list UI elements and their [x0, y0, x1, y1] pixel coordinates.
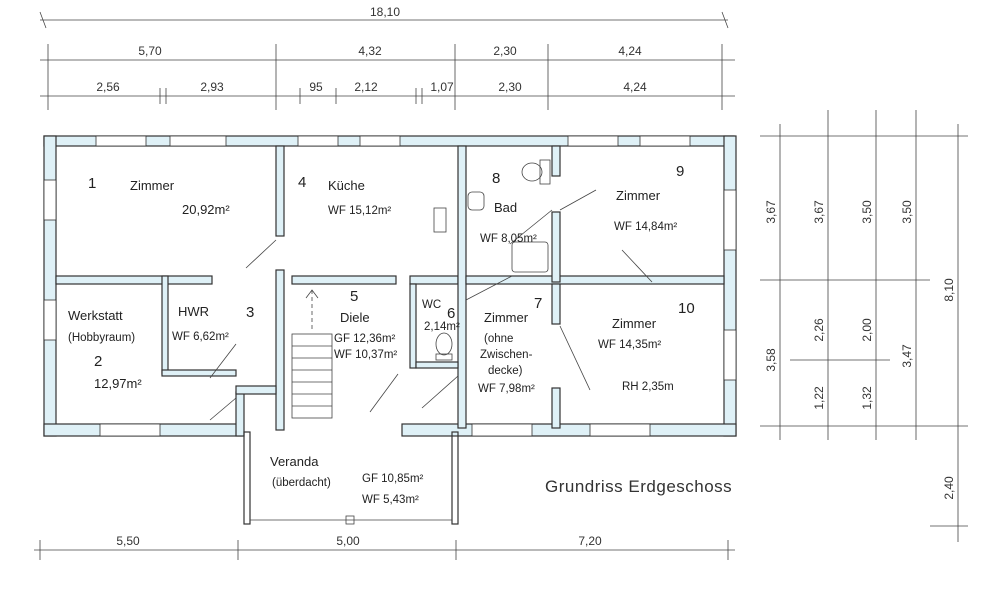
- room-1: 1 Zimmer 20,92m²: [88, 175, 230, 217]
- wc-toilet: [435, 332, 453, 361]
- dim-right-8-10: 8,10: [942, 278, 956, 302]
- washbasin: [467, 191, 485, 211]
- dim-top-2-30b: 2,30: [498, 80, 522, 94]
- dim-top-1-07: 1,07: [430, 80, 454, 94]
- dim-bottom-7-20: 7,20: [578, 534, 602, 548]
- room-3: HWR 3 WF 6,62m²: [172, 304, 254, 343]
- dim-right-2-26: 2,26: [812, 318, 826, 342]
- room-6-number: 6: [447, 305, 455, 322]
- room-5-wf: WF 10,37m²: [334, 349, 397, 361]
- dim-top-4-24b: 4,24: [623, 80, 647, 94]
- dim-top-2-12: 2,12: [354, 80, 378, 94]
- dim-bottom-5-00: 5,00: [336, 534, 360, 548]
- dim-right-2-40: 2,40: [942, 476, 956, 500]
- room-5-name: Diele: [340, 310, 370, 325]
- dim-top-4-24: 4,24: [618, 44, 642, 58]
- room-1-area: 20,92m²: [182, 202, 230, 217]
- dim-right-3-47: 3,47: [900, 344, 914, 368]
- room-6-name: WC: [422, 299, 441, 311]
- room-2-area: 12,97m²: [94, 376, 142, 391]
- room-8-number: 8: [492, 170, 500, 187]
- room-4: 4 Küche WF 15,12m²: [298, 174, 391, 217]
- top-dimensions: 18,10 5,70 4,32 2,30 4,24 2,56 2,93 95 2…: [39, 5, 735, 110]
- room-7-sub3: decke): [488, 365, 523, 377]
- dim-top-95: 95: [309, 80, 323, 94]
- room-9-name: Zimmer: [616, 188, 661, 203]
- room-10-area: WF 14,35m²: [598, 339, 661, 351]
- right-dimensions: 3,67 3,58 3,67 2,26 1,22 3,50 2,00 1,32 …: [760, 110, 968, 542]
- room-3-area: WF 6,62m²: [172, 331, 229, 343]
- room-8: 8 Bad WF 8,05m²: [480, 170, 537, 245]
- room-8-area: WF 8,05m²: [480, 233, 537, 245]
- room-1-number: 1: [88, 175, 96, 192]
- room-7-number: 7: [534, 295, 542, 312]
- room-5-number: 5: [350, 288, 358, 305]
- dim-right-1-22: 1,22: [812, 386, 826, 410]
- room-4-name: Küche: [328, 178, 365, 193]
- room-6-area: 2,14m²: [424, 321, 460, 333]
- room-10-number: 10: [678, 300, 695, 317]
- room-5: 5 Diele GF 12,36m² WF 10,37m²: [334, 288, 397, 361]
- veranda-gf: GF 10,85m²: [362, 473, 424, 485]
- veranda-name: Veranda: [270, 454, 319, 469]
- room-4-area: WF 15,12m²: [328, 205, 391, 217]
- dim-right-3-50a: 3,50: [860, 200, 874, 224]
- room-2-number: 2: [94, 353, 102, 370]
- dim-top-5-70: 5,70: [138, 44, 162, 58]
- room-10: 10 Zimmer WF 14,35m² RH 2,35m: [598, 300, 695, 393]
- room-6: WC 6 2,14m²: [422, 299, 460, 333]
- dim-top-2-56: 2,56: [96, 80, 120, 94]
- room-2-name: Werkstatt: [68, 308, 123, 323]
- room-8-name: Bad: [494, 200, 517, 215]
- dim-top-2-93: 2,93: [200, 80, 224, 94]
- bathtub: [511, 241, 549, 273]
- veranda-wf: WF 5,43m²: [362, 494, 419, 506]
- room-7: 7 Zimmer (ohne Zwischen- decke) WF 7,98m…: [478, 295, 542, 395]
- veranda-sub: (überdacht): [272, 477, 331, 489]
- room-9-area: WF 14,84m²: [614, 221, 677, 233]
- room-10-rh: RH 2,35m: [622, 381, 674, 393]
- dim-bottom-5-50: 5,50: [116, 534, 140, 548]
- room-10-name: Zimmer: [612, 316, 657, 331]
- dim-right-3-58: 3,58: [764, 348, 778, 372]
- dim-right-1-32: 1,32: [860, 386, 874, 410]
- room-1-name: Zimmer: [130, 178, 175, 193]
- fixtures: [209, 159, 653, 421]
- bottom-dimensions: 5,50 5,00 7,20: [34, 534, 735, 560]
- room-7-sub2: Zwischen-: [480, 349, 533, 361]
- room-7-sub1: (ohne: [484, 333, 513, 345]
- room-9-number: 9: [676, 163, 684, 180]
- room-5-gf: GF 12,36m²: [334, 333, 396, 345]
- room-9: 9 Zimmer WF 14,84m²: [614, 163, 684, 233]
- room-3-name: HWR: [178, 304, 209, 319]
- bath-toilet: [521, 159, 551, 185]
- outer-walls: [43, 135, 737, 437]
- dim-top-4-32: 4,32: [358, 44, 382, 58]
- room-7-area: WF 7,98m²: [478, 383, 535, 395]
- room-7-name: Zimmer: [484, 310, 529, 325]
- room-3-number: 3: [246, 304, 254, 321]
- dim-right-3-50b: 3,50: [900, 200, 914, 224]
- room-2: Werkstatt (Hobbyraum) 2 12,97m²: [68, 308, 142, 391]
- dim-total-width: 18,10: [370, 5, 400, 19]
- veranda-label: Veranda (überdacht) GF 10,85m² WF 5,43m²: [270, 454, 424, 506]
- dim-right-3-67b: 3,67: [812, 200, 826, 224]
- plan-title: Grundriss Erdgeschoss: [545, 477, 732, 496]
- dim-right-2-00: 2,00: [860, 318, 874, 342]
- dim-right-3-67a: 3,67: [764, 200, 778, 224]
- veranda: [243, 431, 459, 525]
- kitchen-sink: [433, 207, 447, 233]
- room-2-sub: (Hobbyraum): [68, 332, 135, 344]
- interior-walls: [55, 145, 725, 431]
- staircase: [291, 289, 333, 419]
- room-4-number: 4: [298, 174, 306, 191]
- dim-top-2-30: 2,30: [493, 44, 517, 58]
